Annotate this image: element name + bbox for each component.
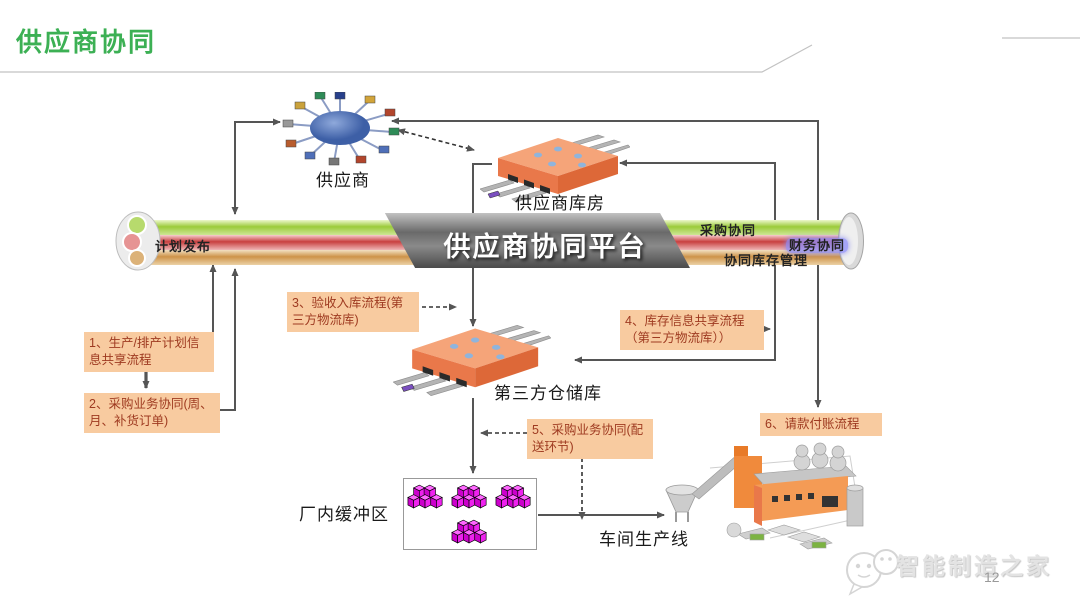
chat-bubbles-icon xyxy=(846,549,899,596)
process-box-4: 4、库存信息共享流程（第三方物流库）） xyxy=(620,310,764,350)
pallet-blocks-icon xyxy=(451,483,489,510)
process-box-3: 3、验收入库流程(第三方物流库) xyxy=(287,292,419,332)
buffer-zone-label: 厂内缓冲区 xyxy=(299,505,389,524)
supplier-warehouse-label: 供应商库房 xyxy=(515,194,605,213)
process-box-2: 2、采购业务协同(周、月、补货订单) xyxy=(84,393,220,433)
pallet-blocks-icon xyxy=(407,483,445,510)
pipe-end-cap xyxy=(838,212,864,270)
pallet-blocks-icon xyxy=(451,518,489,545)
strand-label-plan: 计划发布 xyxy=(155,239,212,254)
supplier-label: 供应商 xyxy=(316,171,370,190)
buffer-zone-box xyxy=(403,478,537,550)
pallet-blocks-icon xyxy=(495,483,533,510)
header-divider-lines xyxy=(0,37,1080,73)
platform-sleeve xyxy=(384,213,690,268)
process-box-6: 6、请款付账流程 xyxy=(760,413,882,436)
network-hub-icon xyxy=(282,92,400,166)
platform-title: 供应商协同平台 xyxy=(443,232,647,262)
process-box-1: 1、生产/排产计划信息共享流程 xyxy=(84,332,214,372)
factory-icon xyxy=(665,442,864,550)
strand-label-inventory: 协同库存管理 xyxy=(724,253,809,268)
page-number: 12 xyxy=(984,569,1000,585)
watermark-text: 智能制造之家 xyxy=(896,553,1052,579)
strand-label-purchase: 采购协同 xyxy=(700,223,757,238)
third-party-warehouse-label: 第三方仓储库 xyxy=(494,384,602,403)
page-title: 供应商协同 xyxy=(16,27,157,57)
process-box-5: 5、采购业务协同(配送环节) xyxy=(527,419,653,459)
pipe-cable-ends xyxy=(115,211,161,271)
strand-label-finance: 财务协同 xyxy=(786,235,849,254)
production-line-label: 车间生产线 xyxy=(599,530,689,549)
